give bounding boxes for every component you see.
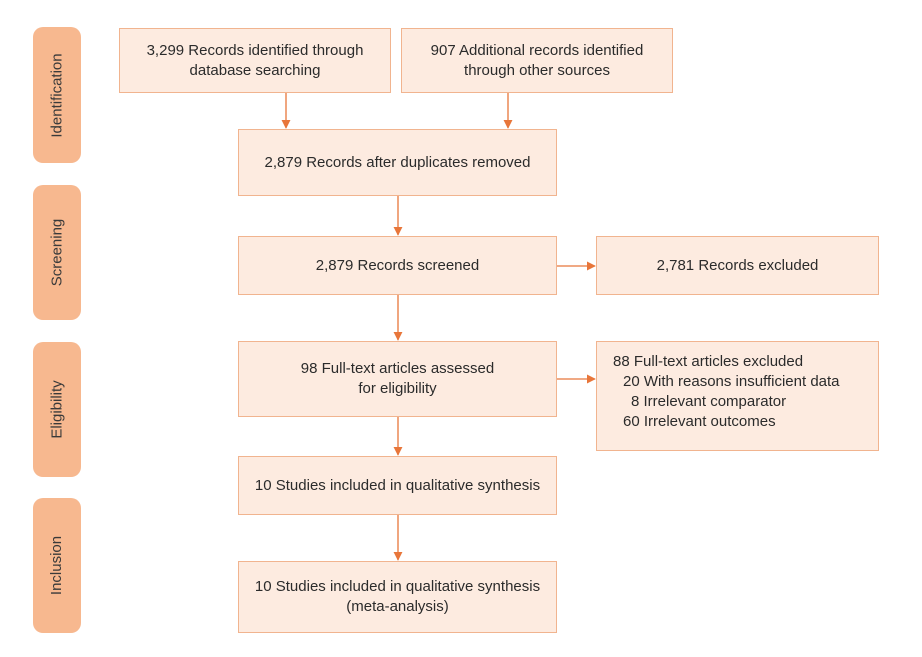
box-full-text-excluded: 88 Full-text articles excluded 20 With r… — [596, 341, 879, 451]
box-records-excluded: 2,781 Records excluded — [596, 236, 879, 295]
box-qualitative-synthesis-line1: 10 Studies included in qualitative synth… — [254, 476, 541, 494]
box-full-text-excluded-line3: 8 Irrelevant comparator — [631, 393, 787, 410]
box-duplicates-removed-line1: 2,879 Records after duplicates removed — [264, 153, 531, 171]
box-full-text-assessed-line2: for eligibility — [358, 380, 437, 397]
box-full-text-excluded-line4: 60 Irrelevant outcomes — [623, 413, 776, 430]
phase-identification: Identification — [33, 27, 81, 163]
box-meta-analysis-line2: (meta-analysis) — [346, 598, 449, 615]
box-database-search-line2: database searching — [189, 61, 321, 79]
phase-eligibility: Eligibility — [33, 342, 81, 477]
box-full-text-excluded-line1: 88 Full-text articles excluded — [613, 353, 804, 370]
box-other-sources: 907 Additional records identified throug… — [401, 28, 673, 93]
box-full-text-assessed: 98 Full-text articles assessed for eligi… — [238, 341, 557, 417]
box-meta-analysis: 10 Studies included in qualitative synth… — [238, 561, 557, 633]
box-records-screened-line1: 2,879 Records screened — [315, 256, 480, 274]
box-duplicates-removed: 2,879 Records after duplicates removed — [238, 129, 557, 196]
box-qualitative-synthesis: 10 Studies included in qualitative synth… — [238, 456, 557, 515]
phase-screening: Screening — [33, 185, 81, 320]
box-database-search: 3,299 Records identified through databas… — [119, 28, 391, 93]
box-meta-analysis-line1: 10 Studies included in qualitative synth… — [254, 578, 541, 595]
box-records-excluded-line1: 2,781 Records excluded — [656, 256, 819, 274]
phase-inclusion: Inclusion — [33, 498, 81, 633]
box-records-screened: 2,879 Records screened — [238, 236, 557, 295]
box-other-sources-line2: through other sources — [464, 61, 610, 79]
box-database-search-line1: 3,299 Records identified through — [146, 41, 364, 59]
box-full-text-assessed-line1: 98 Full-text articles assessed — [300, 360, 495, 377]
box-other-sources-line1: 907 Additional records identified — [430, 41, 644, 59]
box-full-text-excluded-line2: 20 With reasons insufficient data — [623, 373, 840, 390]
